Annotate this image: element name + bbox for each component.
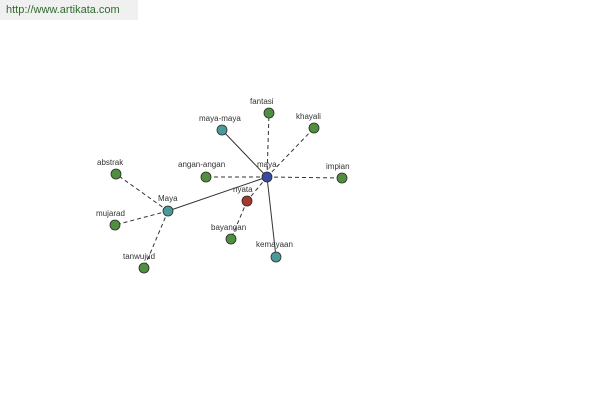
- node-maya[interactable]: maya: [257, 160, 277, 183]
- node-maya[interactable]: Maya: [158, 194, 178, 217]
- edge-Maya-to-tanwujud: [143, 210, 169, 269]
- node-maya-maya[interactable]: maya-maya: [199, 114, 241, 136]
- edge-maya-to-nyata: [246, 176, 268, 202]
- node-marker[interactable]: [241, 195, 253, 207]
- node-label: impian: [326, 162, 350, 171]
- edge-maya-to-fantasi: [266, 112, 270, 178]
- edge-maya-to-impian: [266, 176, 343, 179]
- site-url-link[interactable]: http://www.artikata.com: [6, 4, 120, 16]
- node-marker[interactable]: [109, 219, 121, 231]
- node-marker[interactable]: [225, 233, 237, 245]
- node-label: khayali: [296, 112, 321, 121]
- node-nyata[interactable]: nyata: [233, 185, 253, 207]
- node-mujarad[interactable]: mujarad: [96, 209, 125, 231]
- node-marker[interactable]: [308, 122, 320, 134]
- node-fantasi[interactable]: fantasi: [250, 97, 275, 119]
- edge-Maya-to-mujarad: [114, 210, 169, 226]
- node-label: nyata: [233, 185, 253, 194]
- node-angan-angan[interactable]: angan-angan: [178, 160, 225, 183]
- node-marker[interactable]: [261, 171, 273, 183]
- node-label: tanwujud: [123, 252, 155, 261]
- edge-maya-to-khayali: [266, 127, 315, 178]
- node-kemayaan[interactable]: kemayaan: [256, 240, 293, 263]
- node-label: abstrak: [97, 158, 124, 167]
- edge-Maya-to-abstrak: [115, 173, 169, 212]
- node-label: maya-maya: [199, 114, 241, 123]
- node-label: maya: [257, 160, 277, 169]
- node-marker[interactable]: [200, 171, 212, 183]
- node-khayali[interactable]: khayali: [296, 112, 321, 134]
- node-label: kemayaan: [256, 240, 293, 249]
- node-label: fantasi: [250, 97, 274, 106]
- node-label: bayangan: [211, 223, 246, 232]
- node-label: angan-angan: [178, 160, 225, 169]
- node-marker[interactable]: [263, 107, 275, 119]
- node-marker[interactable]: [138, 262, 150, 274]
- edge-maya-to-Maya: [167, 176, 268, 212]
- node-marker[interactable]: [162, 205, 174, 217]
- edge-maya-to-maya-maya: [221, 129, 268, 178]
- url-banner: http://www.artikata.com: [0, 0, 138, 20]
- node-tanwujud[interactable]: tanwujud: [123, 252, 155, 274]
- node-label: mujarad: [96, 209, 125, 218]
- edge-nyata-to-bayangan: [230, 200, 248, 240]
- node-abstrak[interactable]: abstrak: [97, 158, 124, 180]
- node-marker[interactable]: [336, 172, 348, 184]
- node-marker[interactable]: [216, 124, 228, 136]
- node-marker[interactable]: [110, 168, 122, 180]
- node-impian[interactable]: impian: [326, 162, 350, 184]
- node-label: Maya: [158, 194, 178, 203]
- edges-layer: [114, 112, 343, 269]
- edge-maya-to-kemayaan: [266, 176, 277, 258]
- node-bayangan[interactable]: bayangan: [211, 223, 246, 245]
- node-marker[interactable]: [270, 251, 282, 263]
